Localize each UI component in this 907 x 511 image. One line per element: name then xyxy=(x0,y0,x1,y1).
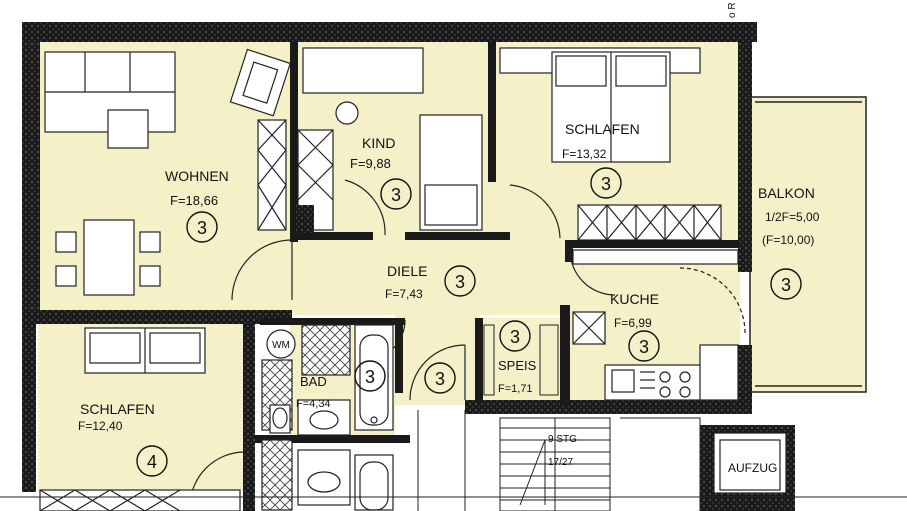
room-badge-circle xyxy=(628,330,660,362)
stairs-ratio-label: 17/27 xyxy=(548,457,573,468)
room-name: SCHLAFEN xyxy=(80,401,155,417)
pantry-shelves xyxy=(483,324,559,396)
room-badge: 3 xyxy=(365,367,375,387)
room-badge: 3 xyxy=(197,218,207,238)
room-name: BALKON xyxy=(758,185,815,201)
room-label-kuche: KUCHE F=6,99 3 xyxy=(610,291,660,362)
room-name: WOHNEN xyxy=(165,168,229,184)
room-label-kind: KIND F=9,88 3 xyxy=(350,135,412,210)
room-name: KUCHE xyxy=(610,291,659,307)
room-area: F=18,66 xyxy=(170,193,218,208)
room-badge-circle xyxy=(590,167,622,199)
room-label-bad: BAD F=4,34 3 xyxy=(296,360,386,410)
elevator-label: AUFZUG xyxy=(728,461,777,475)
room-area: F=12,40 xyxy=(78,419,123,433)
room-area: F=6,99 xyxy=(614,316,652,330)
kitchen-fixtures xyxy=(572,249,739,401)
interior-walls xyxy=(255,42,740,443)
room-label-balkon: BALKON 1/2F=5,00 (F=10,00) 3 xyxy=(758,185,820,300)
bedroom-top-furniture xyxy=(499,47,722,241)
kids-room-furniture xyxy=(296,47,483,233)
staircase xyxy=(417,410,701,511)
balcony-outline xyxy=(749,96,867,393)
corner-mark: o R xyxy=(727,2,738,18)
room-badge: 3 xyxy=(601,174,611,194)
room-label-schlafen-top: SCHLAFEN F=13,32 3 xyxy=(562,121,640,199)
room-badge: 3 xyxy=(435,369,445,389)
room-name: KIND xyxy=(362,135,395,151)
room-badge-circle xyxy=(136,445,168,477)
room-label-diele: DIELE F=7,43 3 xyxy=(385,263,476,301)
room-badge: 3 xyxy=(391,185,401,205)
room-name: SCHLAFEN xyxy=(565,121,640,137)
room-badge: 3 xyxy=(781,275,791,295)
room-area: F=1,71 xyxy=(498,383,533,395)
room-area: F=9,88 xyxy=(350,156,391,171)
room-label-speis: 3 SPEIS F=1,71 xyxy=(498,320,537,395)
room-badge: 3 xyxy=(510,327,520,347)
living-furniture xyxy=(44,48,291,296)
bedroom-bottom-furniture xyxy=(39,327,241,511)
room-name: BAD xyxy=(300,374,327,389)
room-label-entry: 3 xyxy=(424,362,456,394)
room-badge: 4 xyxy=(147,452,157,472)
room-area: 1/2F=5,00 xyxy=(765,210,820,224)
room-badge-circle xyxy=(424,362,456,394)
room-badge-circle xyxy=(770,268,802,300)
room-name: SPEIS xyxy=(498,358,537,373)
room-label-schlafen-bottom: SCHLAFEN F=12,40 4 xyxy=(78,401,168,477)
window-strip xyxy=(29,42,35,310)
room-badge-circle xyxy=(499,320,531,352)
exterior-walls xyxy=(22,22,757,511)
stairs-count-label: 9 STG xyxy=(548,434,577,445)
room-area: F=13,32 xyxy=(562,147,607,161)
room-label-wohnen: WOHNEN F=18,66 3 xyxy=(165,168,229,243)
room-name: DIELE xyxy=(387,263,427,279)
room-area: F=4,34 xyxy=(296,398,331,410)
room-badge-circle xyxy=(354,360,386,392)
bath-fixtures xyxy=(261,324,394,511)
room-badge-circle xyxy=(186,211,218,243)
room-badge: 3 xyxy=(639,337,649,357)
room-badge-circle xyxy=(444,265,476,297)
room-area-full: (F=10,00) xyxy=(762,233,814,247)
room-badge-circle xyxy=(380,178,412,210)
room-area: F=7,43 xyxy=(385,287,423,301)
room-badge: 3 xyxy=(455,272,465,292)
washing-machine-label: WM xyxy=(272,340,290,351)
